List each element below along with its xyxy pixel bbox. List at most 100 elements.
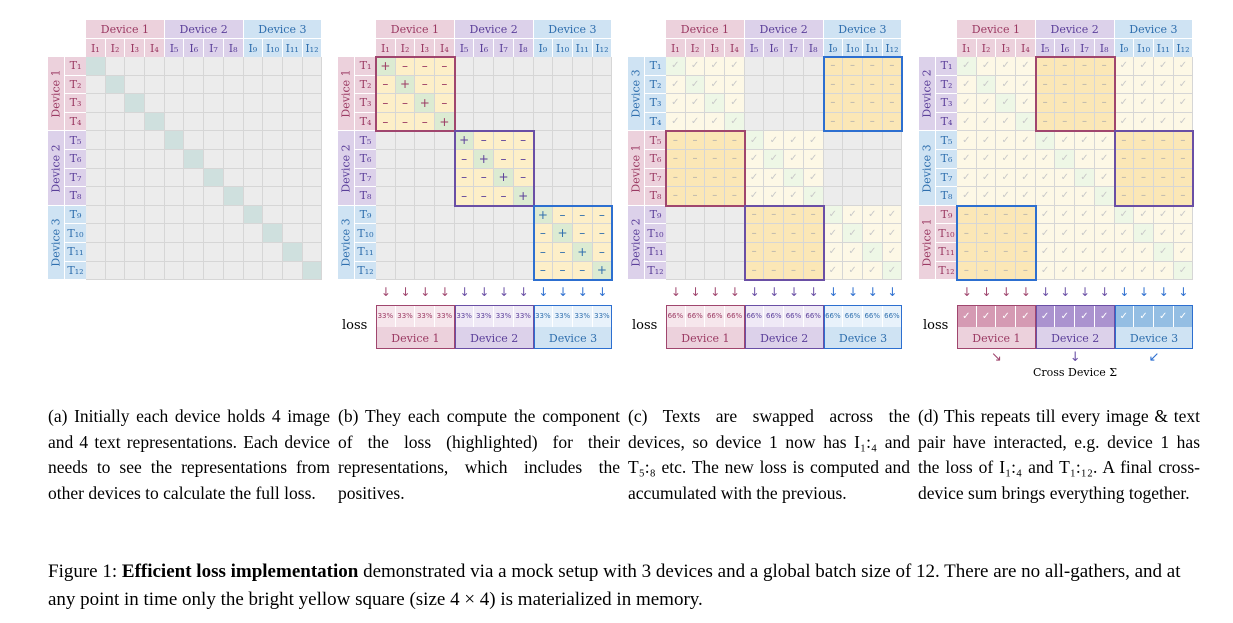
- loss-device-label: Device 3: [1114, 327, 1194, 349]
- matrix-cell: ✓: [1075, 131, 1095, 150]
- matrix-cell: –: [882, 57, 903, 76]
- matrix-cell: –: [725, 168, 745, 188]
- matrix-cell: –: [1134, 168, 1154, 188]
- matrix-cell: [494, 242, 514, 262]
- matrix-cell: –: [957, 261, 977, 281]
- matrix-cell: [882, 131, 903, 150]
- matrix-cell: [435, 168, 455, 188]
- matrix-cell: –: [803, 242, 824, 262]
- matrix-cell: ✓: [1094, 168, 1115, 188]
- text-row-label: T₂: [64, 75, 86, 95]
- down-arrow-icon: ↓: [597, 285, 608, 299]
- matrix-cell: [184, 131, 205, 150]
- matrix-cell: –: [744, 242, 765, 262]
- matrix-cell: [204, 75, 224, 95]
- image-column-label: I₁₂: [302, 38, 323, 57]
- matrix-cell: [204, 261, 224, 281]
- down-arrow-icon: ↓: [498, 285, 509, 299]
- down-arrow-icon: ↓: [1079, 285, 1090, 299]
- matrix-cell: [302, 224, 323, 243]
- matrix-cell: –: [435, 57, 455, 76]
- matrix-cell: [705, 242, 726, 262]
- matrix-cell: ✓: [1173, 57, 1194, 76]
- matrix-cell: ✓: [1035, 205, 1056, 225]
- matrix-cell: [494, 112, 514, 132]
- matrix-cell: –: [882, 112, 903, 132]
- matrix-cell: [282, 112, 303, 132]
- matrix-cell: –: [533, 224, 554, 243]
- row-device-label: Device 1: [628, 131, 644, 206]
- matrix-cell: [494, 57, 514, 76]
- image-column-label: I₂: [105, 38, 126, 57]
- loss-arrows: ↓↓↓↓↓↓↓↓↓↓↓↓: [957, 285, 1193, 299]
- matrix-cell: [302, 187, 323, 206]
- matrix-cell: ✓: [1075, 205, 1095, 225]
- matrix-cell: ✓: [1114, 242, 1135, 262]
- matrix-cell: [263, 168, 283, 188]
- down-arrow-icon: ↓: [1119, 285, 1130, 299]
- matrix-cell: –: [666, 187, 686, 206]
- image-column-label: I₄: [435, 38, 455, 57]
- loss-value: ✓: [976, 305, 997, 327]
- matrix-cell: ✓: [764, 168, 785, 188]
- figure-caption-bold: Efficient loss implementation: [121, 561, 359, 582]
- row-device-label: Device 3: [338, 205, 354, 281]
- image-column-label: I₃: [996, 38, 1017, 57]
- matrix-cell: –: [1055, 112, 1076, 132]
- image-column-label: I₁: [86, 38, 106, 57]
- matrix-cell: +: [553, 224, 573, 243]
- matrix-cell: [302, 261, 323, 281]
- matrix-cell: ✓: [1134, 57, 1154, 76]
- matrix-cell: [263, 242, 283, 262]
- matrix-cell: –: [666, 168, 686, 188]
- loss-value: 33%: [572, 305, 593, 327]
- matrix-cell: ✓: [1075, 187, 1095, 206]
- down-arrow-icon: ↓: [808, 285, 819, 299]
- matrix-cell: [105, 94, 126, 113]
- matrix-cell: ✓: [1094, 224, 1115, 243]
- text-row-label: T₇: [64, 168, 86, 188]
- down-arrow-icon: ↓: [1040, 285, 1051, 299]
- column-device-header: Device 1: [86, 20, 165, 38]
- matrix-cell: [125, 242, 146, 262]
- down-arrow-icon: ↓: [1020, 285, 1031, 299]
- row-device-label: Device 2: [628, 205, 644, 281]
- matrix-cell: –: [882, 94, 903, 113]
- matrix-cell: ✓: [1035, 261, 1056, 281]
- row-device-label: Device 1: [48, 57, 64, 132]
- matrix-cell: [184, 242, 205, 262]
- text-row-label: T₁₂: [644, 261, 666, 281]
- down-arrow-icon: ↓: [749, 285, 760, 299]
- matrix-cell: ✓: [1055, 261, 1076, 281]
- caption-b: (b) They each compute the component of t…: [338, 406, 620, 503]
- loss-values: 66%66%66%66%66%66%66%66%66%66%66%66%: [666, 305, 903, 327]
- matrix-cell: –: [803, 261, 824, 281]
- matrix-cell: ✓: [976, 94, 997, 113]
- matrix-cell: [105, 205, 126, 225]
- matrix-cell: –: [685, 149, 706, 169]
- matrix-cell: ✓: [705, 94, 726, 113]
- matrix-cell: ✓: [843, 224, 863, 243]
- matrix-cell: ✓: [1153, 94, 1174, 113]
- text-row-label: T₄: [935, 112, 957, 132]
- column-device-header: Device 3: [243, 20, 323, 38]
- matrix-cell: –: [744, 261, 765, 281]
- matrix-cell: ✓: [1173, 242, 1194, 262]
- matrix-cell: [454, 75, 475, 95]
- matrix-cell: –: [1055, 57, 1076, 76]
- matrix-cell: [666, 242, 686, 262]
- matrix-cell: +: [435, 112, 455, 132]
- matrix-cell: [474, 57, 495, 76]
- loss-value: 66%: [843, 305, 863, 327]
- text-row-label: T₄: [644, 112, 666, 132]
- matrix-cell: [86, 94, 106, 113]
- matrix-cell: [204, 168, 224, 188]
- matrix-cell: [435, 261, 455, 281]
- matrix-cell: [86, 242, 106, 262]
- matrix-cell: –: [395, 94, 416, 113]
- matrix-cell: ✓: [1114, 261, 1135, 281]
- matrix-cell: –: [666, 131, 686, 150]
- matrix-cell: ✓: [1153, 205, 1174, 225]
